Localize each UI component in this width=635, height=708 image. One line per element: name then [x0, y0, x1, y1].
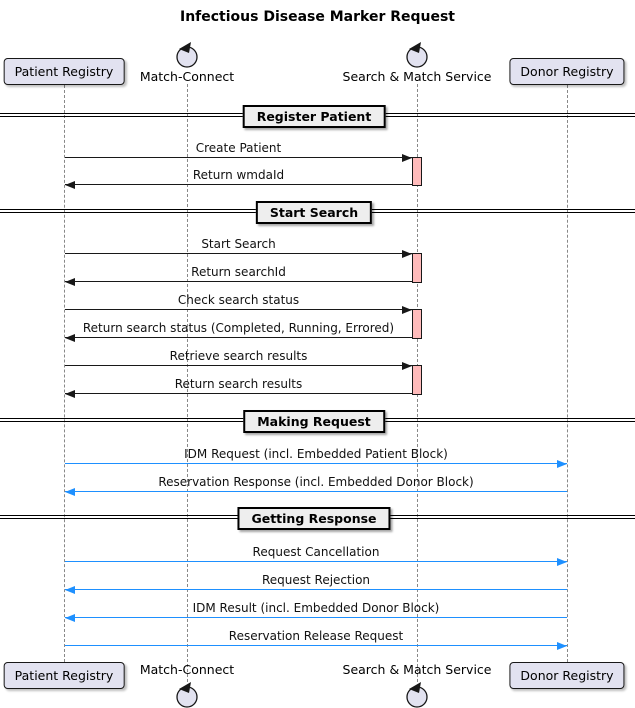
message-label: Return wmdaId	[192, 168, 285, 182]
activation-bar	[412, 253, 422, 283]
arrow-left	[65, 334, 412, 342]
message-label: Request Rejection	[261, 573, 371, 587]
arrow-right	[65, 642, 567, 650]
message-reservation-response: Reservation Response (incl. Embedded Don…	[65, 475, 567, 496]
divider-start-search: Start Search	[255, 201, 373, 224]
message-retrieve-search-results: Retrieve search results	[65, 349, 412, 370]
participant-patient-registry-bottom: Patient Registry	[3, 662, 125, 689]
message-label: Reservation Response (incl. Embedded Don…	[158, 475, 474, 489]
divider-getting-response: Getting Response	[237, 507, 391, 530]
participant-match-connect-top: Match-Connect	[139, 69, 235, 84]
arrow-right	[65, 558, 567, 566]
message-return-search-results: Return search results	[65, 377, 412, 398]
arrow-left	[65, 181, 412, 189]
lifeline-match-connect	[187, 84, 188, 682]
message-label: Request Cancellation	[252, 545, 380, 559]
control-icon-match-connect-bottom	[176, 682, 198, 708]
divider-register-patient: Register Patient	[242, 105, 386, 128]
lifeline-patient-registry	[64, 85, 65, 662]
arrow-left	[65, 390, 412, 398]
message-return-searchid: Return searchId	[65, 265, 412, 286]
message-idm-request: IDM Request (incl. Embedded Patient Bloc…	[65, 447, 567, 468]
participant-donor-registry-top: Donor Registry	[509, 58, 625, 85]
arrow-right	[65, 154, 412, 162]
arrow-right	[65, 306, 412, 314]
message-label: Return search results	[174, 377, 303, 391]
activation-bar	[412, 309, 422, 339]
message-label: Check search status	[177, 293, 300, 307]
control-icon-match-connect-top	[176, 42, 198, 68]
divider-making-request: Making Request	[243, 410, 385, 433]
message-label: Return search status (Completed, Running…	[82, 321, 395, 335]
message-request-cancellation: Request Cancellation	[65, 545, 567, 566]
message-return-search-status: Return search status (Completed, Running…	[65, 321, 412, 342]
message-return-wmdaid: Return wmdaId	[65, 168, 412, 189]
lifeline-donor-registry	[567, 85, 568, 662]
participant-match-connect-bottom: Match-Connect	[139, 662, 235, 677]
participant-search-match-service-top: Search & Match Service	[342, 69, 492, 84]
participant-search-match-service-bottom: Search & Match Service	[342, 662, 492, 677]
message-idm-result: IDM Result (incl. Embedded Donor Block)	[65, 601, 567, 622]
message-label: IDM Result (incl. Embedded Donor Block)	[192, 601, 440, 615]
participant-patient-registry-top: Patient Registry	[3, 58, 125, 85]
message-create-patient: Create Patient	[65, 141, 412, 162]
message-request-rejection: Request Rejection	[65, 573, 567, 594]
message-label: Create Patient	[195, 141, 282, 155]
activation-bar	[412, 365, 422, 395]
arrow-left	[65, 614, 567, 622]
message-start-search: Start Search	[65, 237, 412, 258]
diagram-title: Infectious Disease Marker Request	[179, 9, 456, 25]
control-icon-search-match-bottom	[406, 682, 428, 708]
message-check-search-status: Check search status	[65, 293, 412, 314]
arrow-left	[65, 586, 567, 594]
message-label: Start Search	[201, 237, 276, 251]
message-reservation-release-request: Reservation Release Request	[65, 629, 567, 650]
arrow-right	[65, 460, 567, 468]
arrow-right	[65, 362, 412, 370]
control-icon-search-match-top	[406, 42, 428, 68]
message-label: IDM Request (incl. Embedded Patient Bloc…	[184, 447, 448, 461]
arrow-right	[65, 250, 412, 258]
activation-bar	[412, 157, 422, 186]
arrow-left	[65, 278, 412, 286]
participant-donor-registry-bottom: Donor Registry	[509, 662, 625, 689]
message-label: Retrieve search results	[169, 349, 308, 363]
message-label: Return searchId	[191, 265, 286, 279]
arrow-left	[65, 488, 567, 496]
message-label: Reservation Release Request	[228, 629, 404, 643]
